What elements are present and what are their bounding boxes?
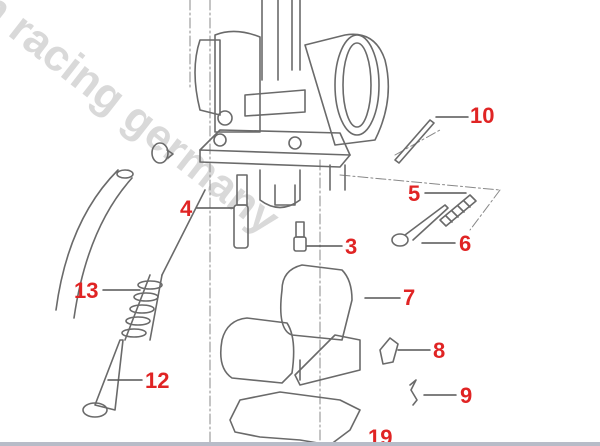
callout-7: 7 bbox=[403, 285, 416, 310]
callout-10: 10 bbox=[470, 103, 495, 128]
callout-19: 19 bbox=[368, 425, 393, 446]
part-5-spring bbox=[439, 194, 477, 227]
part-7-float bbox=[219, 264, 361, 386]
callout-13: 13 bbox=[74, 278, 99, 303]
callout-6: 6 bbox=[459, 231, 472, 256]
part-8-valve bbox=[379, 337, 399, 365]
callout-4: 4 bbox=[180, 196, 193, 221]
part-6-screw bbox=[391, 204, 449, 247]
part-4-jet bbox=[233, 174, 249, 249]
callout-5: 5 bbox=[408, 181, 421, 206]
part-13-spring bbox=[121, 189, 206, 341]
leader-lines bbox=[102, 116, 469, 396]
part-9-clip bbox=[409, 379, 418, 406]
bottom-edge-bar bbox=[0, 442, 600, 446]
callout-3: 3 bbox=[345, 234, 358, 259]
hose-clip bbox=[151, 142, 174, 164]
fuel-hose bbox=[55, 169, 134, 319]
part-12-screw bbox=[82, 339, 124, 418]
callout-8: 8 bbox=[433, 338, 446, 363]
part-19-gasket bbox=[229, 391, 361, 446]
callout-12: 12 bbox=[145, 368, 170, 393]
callout-9: 9 bbox=[460, 383, 473, 408]
carburetor-body bbox=[194, 0, 390, 209]
part-3-jet bbox=[293, 221, 307, 252]
part-10-pin bbox=[394, 119, 435, 164]
